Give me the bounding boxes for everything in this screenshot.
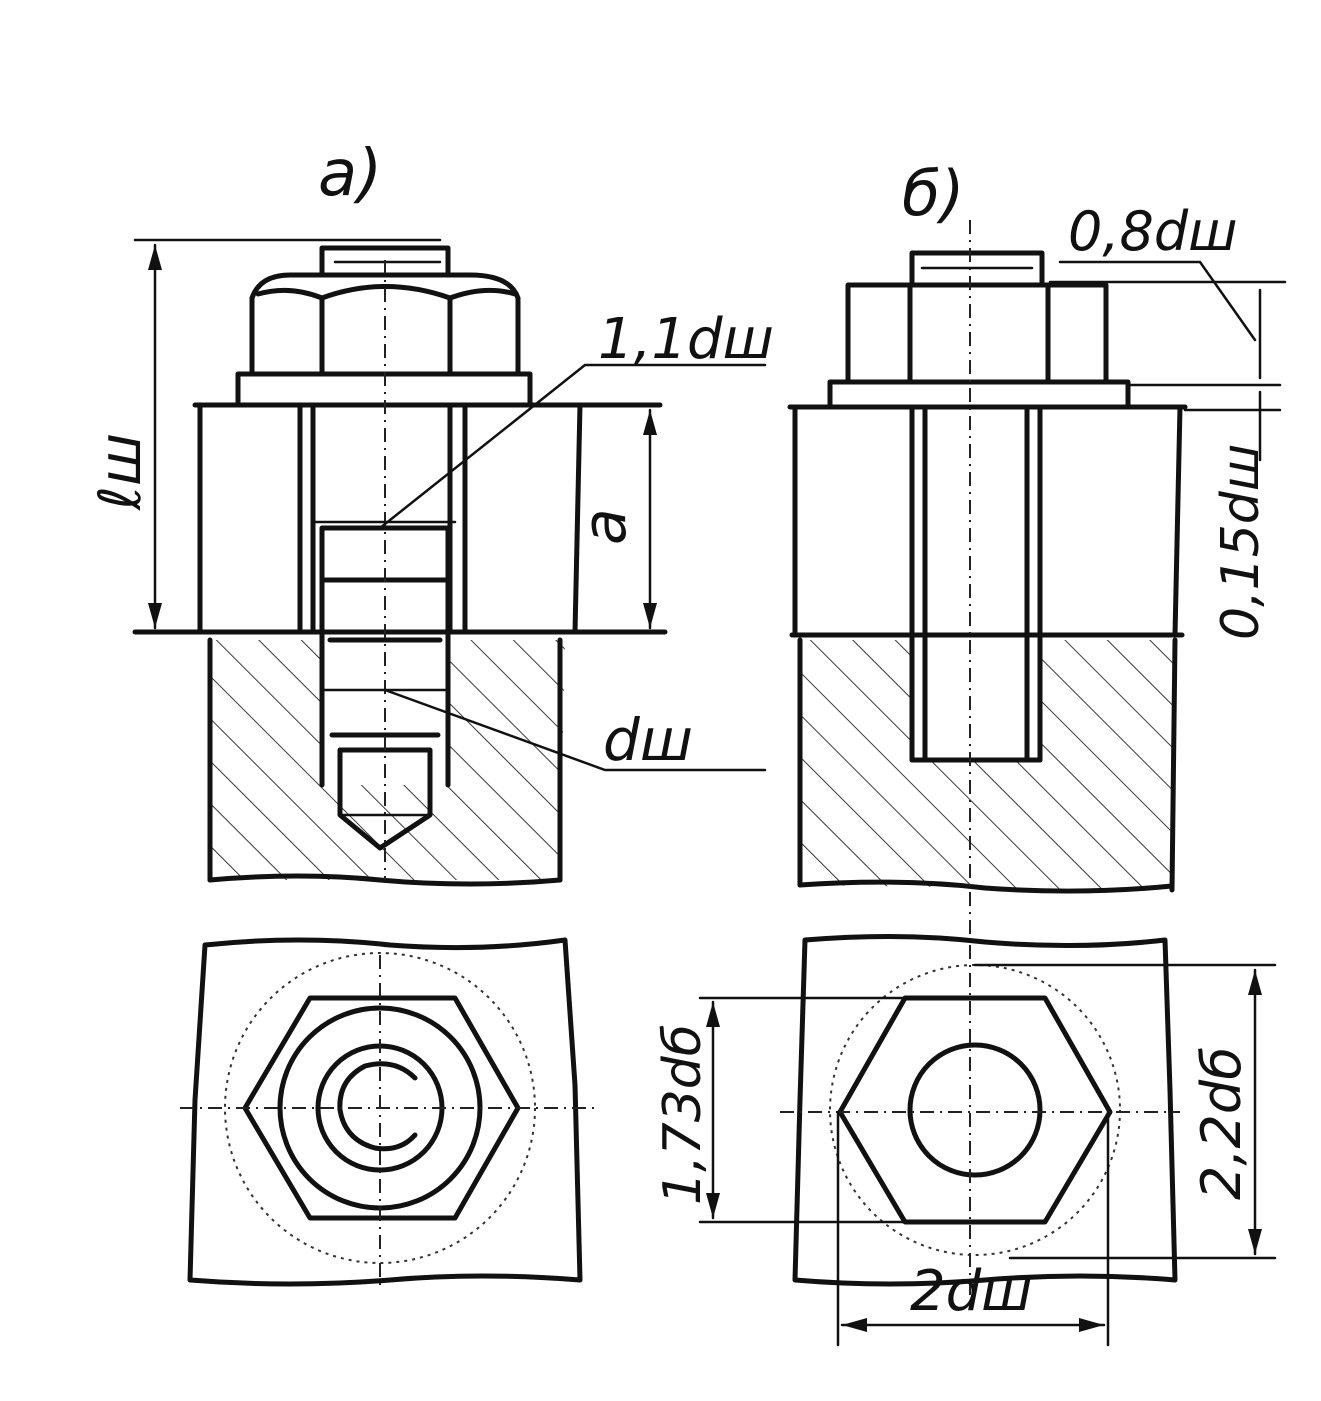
view-b-label: б) <box>902 157 964 230</box>
dim-0-15dsh: 0,15dш <box>1211 444 1271 640</box>
dim-1-1dsh: 1,1dш <box>598 307 774 372</box>
view-a-label: а) <box>318 137 382 211</box>
dim-a: а <box>570 508 640 545</box>
dim-1-73ddb: 1,73dб <box>653 1024 713 1205</box>
dim-dsh: dш <box>603 706 693 774</box>
view-a-plan <box>180 937 600 1290</box>
view-b-plan <box>698 933 1277 1347</box>
dim-l-sh: ℓш <box>86 433 154 511</box>
view-a-section <box>132 238 767 887</box>
dim-2-2ddb: 2,2dб <box>1190 1047 1253 1200</box>
view-b-section <box>787 220 1287 940</box>
dim-0-8dsh: 0,8dш <box>1068 200 1238 263</box>
dim-2dsh: 2dш <box>910 1259 1032 1324</box>
